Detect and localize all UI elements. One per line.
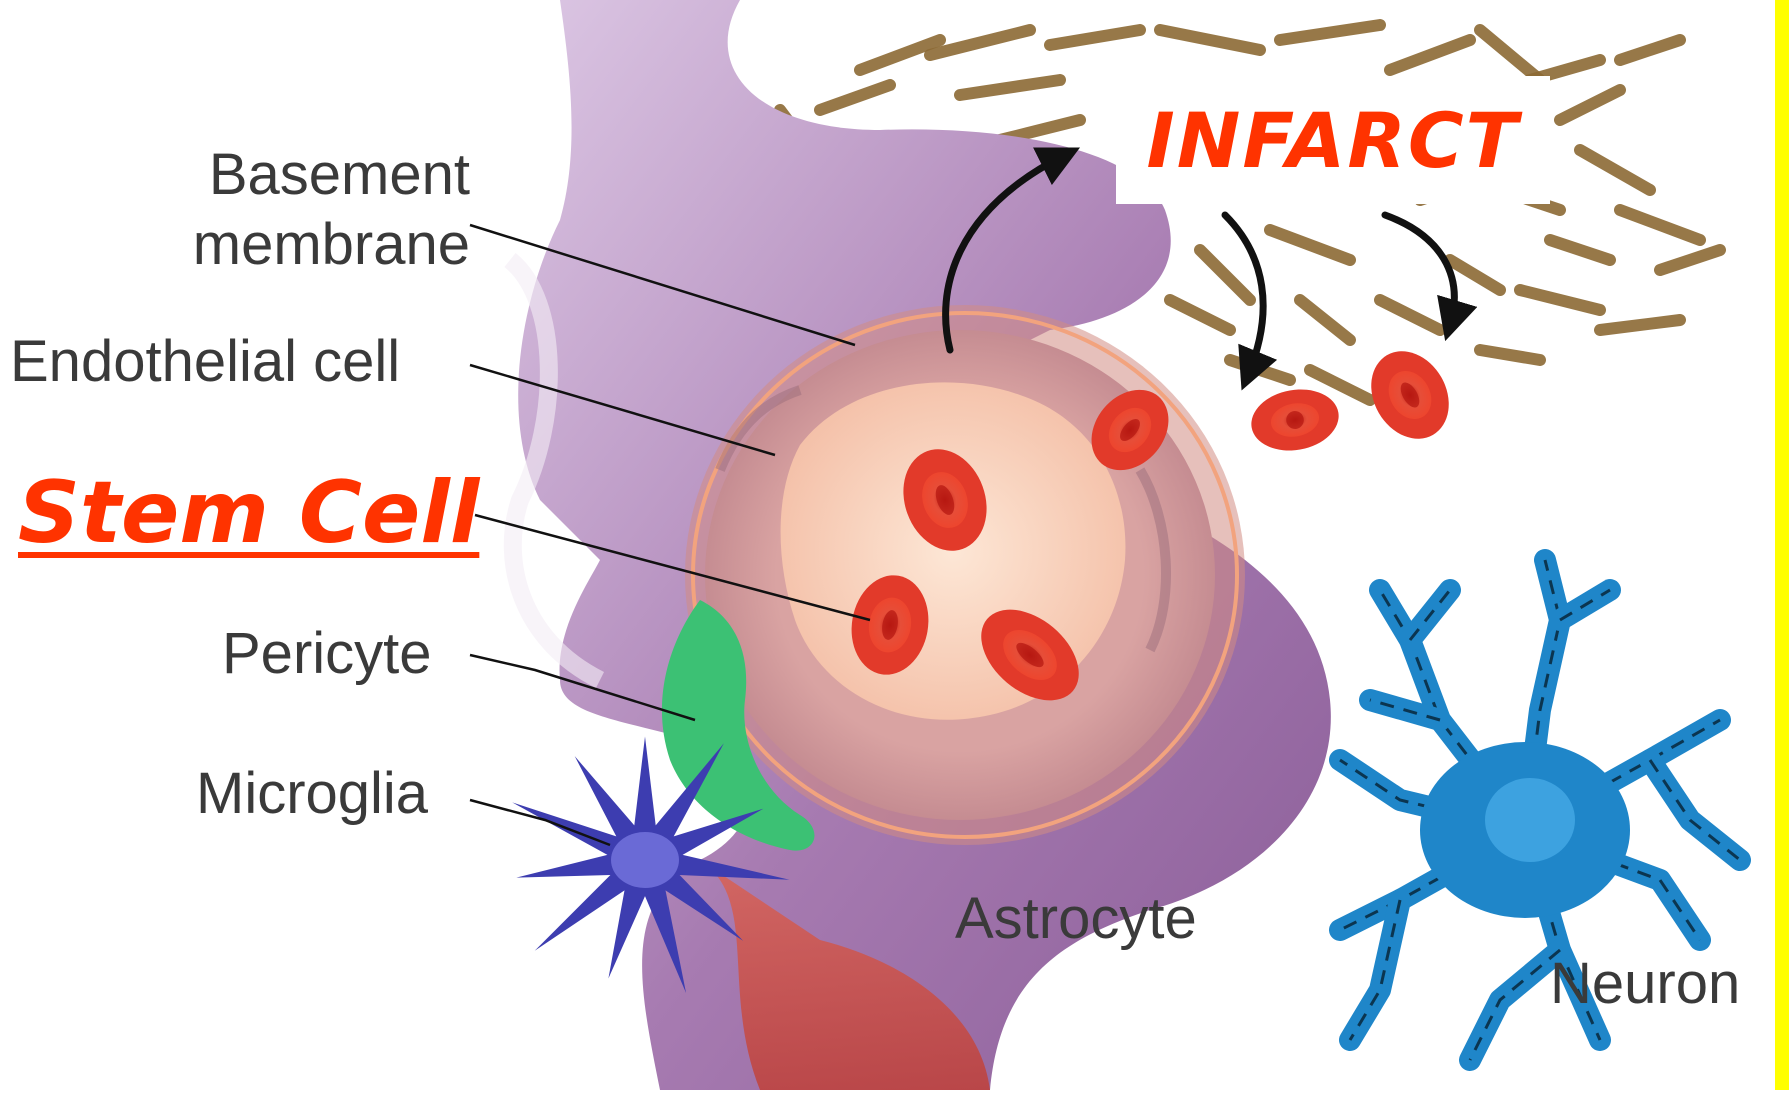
debris-rod <box>1560 90 1620 120</box>
debris-rod <box>1600 320 1680 330</box>
microglia-nucleus <box>611 832 679 888</box>
endothelial-cell-label: Endothelial cell <box>10 333 400 391</box>
debris-rod <box>1380 300 1440 330</box>
basement-membrane-label-line1: Basement <box>140 140 470 210</box>
debris-rod <box>1300 300 1350 340</box>
debris-rod <box>960 80 1060 95</box>
neuron-nucleus <box>1485 778 1575 862</box>
neuron-dendrite <box>1470 950 1560 1060</box>
basement-membrane-label: Basement membrane <box>140 140 470 279</box>
microglia-label: Microglia <box>196 765 428 823</box>
debris-rod <box>1480 30 1540 80</box>
debris-rod <box>1160 30 1260 50</box>
accent-bar <box>1775 0 1789 1090</box>
debris-rod <box>1280 25 1380 40</box>
pericyte-label: Pericyte <box>222 625 432 683</box>
debris-rod <box>1550 240 1610 260</box>
neuron-dendrite <box>1650 760 1740 860</box>
infarct-label: INFARCT <box>1147 96 1520 185</box>
debris-rod <box>1580 150 1650 190</box>
debris-rod <box>820 85 890 110</box>
debris-rod <box>1050 30 1140 45</box>
debris-rod <box>1620 210 1700 240</box>
debris-rod <box>1620 40 1680 60</box>
infarct-label-box: INFARCT <box>1116 76 1550 204</box>
debris-rod <box>1170 300 1230 330</box>
debris-rod <box>1520 290 1600 310</box>
blood-vessel <box>685 305 1245 845</box>
debris-rod <box>1270 230 1350 260</box>
debris-rod <box>1230 360 1290 380</box>
debris-rod <box>1450 260 1500 290</box>
debris-rod <box>1480 350 1540 360</box>
debris-rod <box>1660 250 1720 270</box>
stem-cell-label: Stem Cell <box>18 470 479 556</box>
astrocyte-label: Astrocyte <box>955 890 1197 948</box>
debris-rod <box>1200 250 1250 300</box>
basement-membrane-label-line2: membrane <box>140 210 470 280</box>
neuron-label: Neuron <box>1550 955 1740 1013</box>
red-blood-cell <box>1246 383 1343 457</box>
debris-rod <box>1390 40 1470 70</box>
